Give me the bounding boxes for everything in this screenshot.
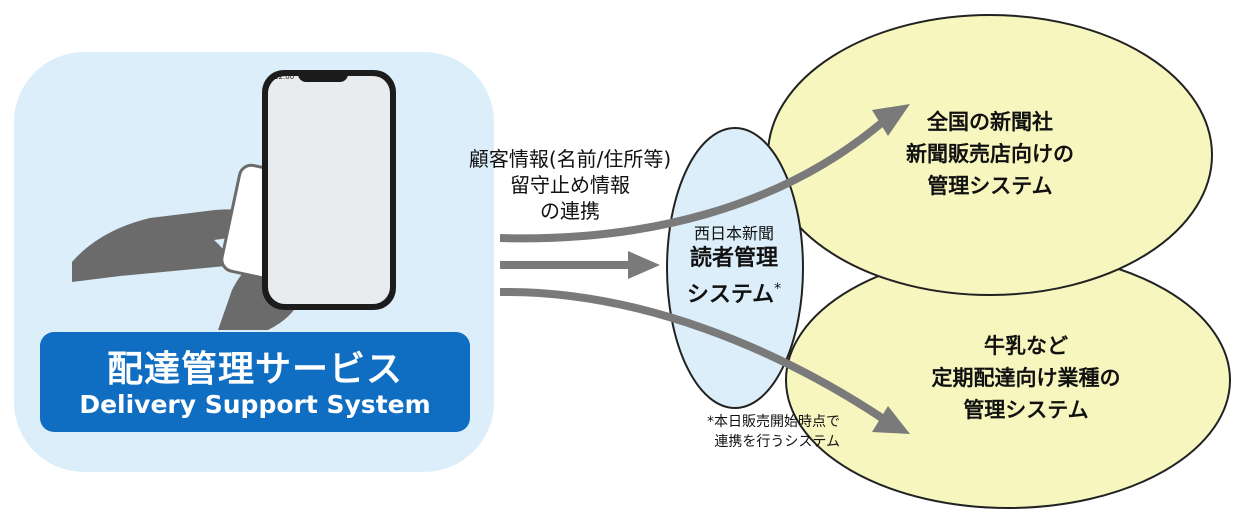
reader-system-name-2: システム <box>686 282 775 308</box>
service-title: 配達管理サービス <box>106 349 403 390</box>
arrowhead-bottom <box>872 406 910 434</box>
target-bottom-line-2: 定期配達向け業種の <box>931 366 1121 390</box>
arrowhead-top <box>872 104 910 136</box>
reader-system-name-1: 読者管理 <box>689 246 778 271</box>
arrowhead-middle <box>628 251 660 279</box>
target-top-line-3: 管理システム <box>927 174 1053 198</box>
flow-label-line-2: 留守止め情報 <box>510 173 630 197</box>
smartphone-mockup: 12:00 <box>262 70 396 310</box>
arrow-to-bottom-system <box>499 287 888 424</box>
reader-system-ellipse <box>666 127 804 409</box>
footnote-line-2: 連携を行うシステム <box>714 434 840 450</box>
service-name-box: 配達管理サービス Delivery Support System <box>40 332 470 432</box>
reader-system-company: 西日本新聞 <box>693 224 774 243</box>
flow-label-line-3: の連携 <box>540 199 600 223</box>
target-bottom-line-1: 牛乳など <box>984 334 1068 358</box>
reader-system-marker: * <box>774 281 782 297</box>
target-top-line-1: 全国の新聞社 <box>927 110 1053 134</box>
service-subtitle: Delivery Support System <box>79 390 431 419</box>
arrow-to-top-system <box>499 116 888 243</box>
reader-system-label: 西日本新聞 読者管理 システム* <box>664 220 804 310</box>
target-top-label: 全国の新聞社 新聞販売店向けの 管理システム <box>830 106 1150 202</box>
target-top-line-2: 新聞販売店向けの <box>906 142 1074 166</box>
footnote: *本日販売開始時点で 連携を行うシステム <box>600 412 840 452</box>
target-bottom-line-3: 管理システム <box>963 398 1089 422</box>
target-bottom-label: 牛乳など 定期配達向け業種の 管理システム <box>866 330 1186 426</box>
phone-status-time: 12:00 <box>274 73 295 81</box>
phone-notch <box>298 70 348 82</box>
footnote-line-1: *本日販売開始時点で <box>707 414 840 430</box>
flow-arrows <box>499 116 888 424</box>
flow-label-line-1: 顧客情報(名前/住所等) <box>468 147 672 171</box>
phone-screen <box>268 76 390 304</box>
reader-system-name-2-wrap: システム* <box>664 274 804 310</box>
flow-label: 顧客情報(名前/住所等) 留守止め情報 の連携 <box>440 146 700 224</box>
